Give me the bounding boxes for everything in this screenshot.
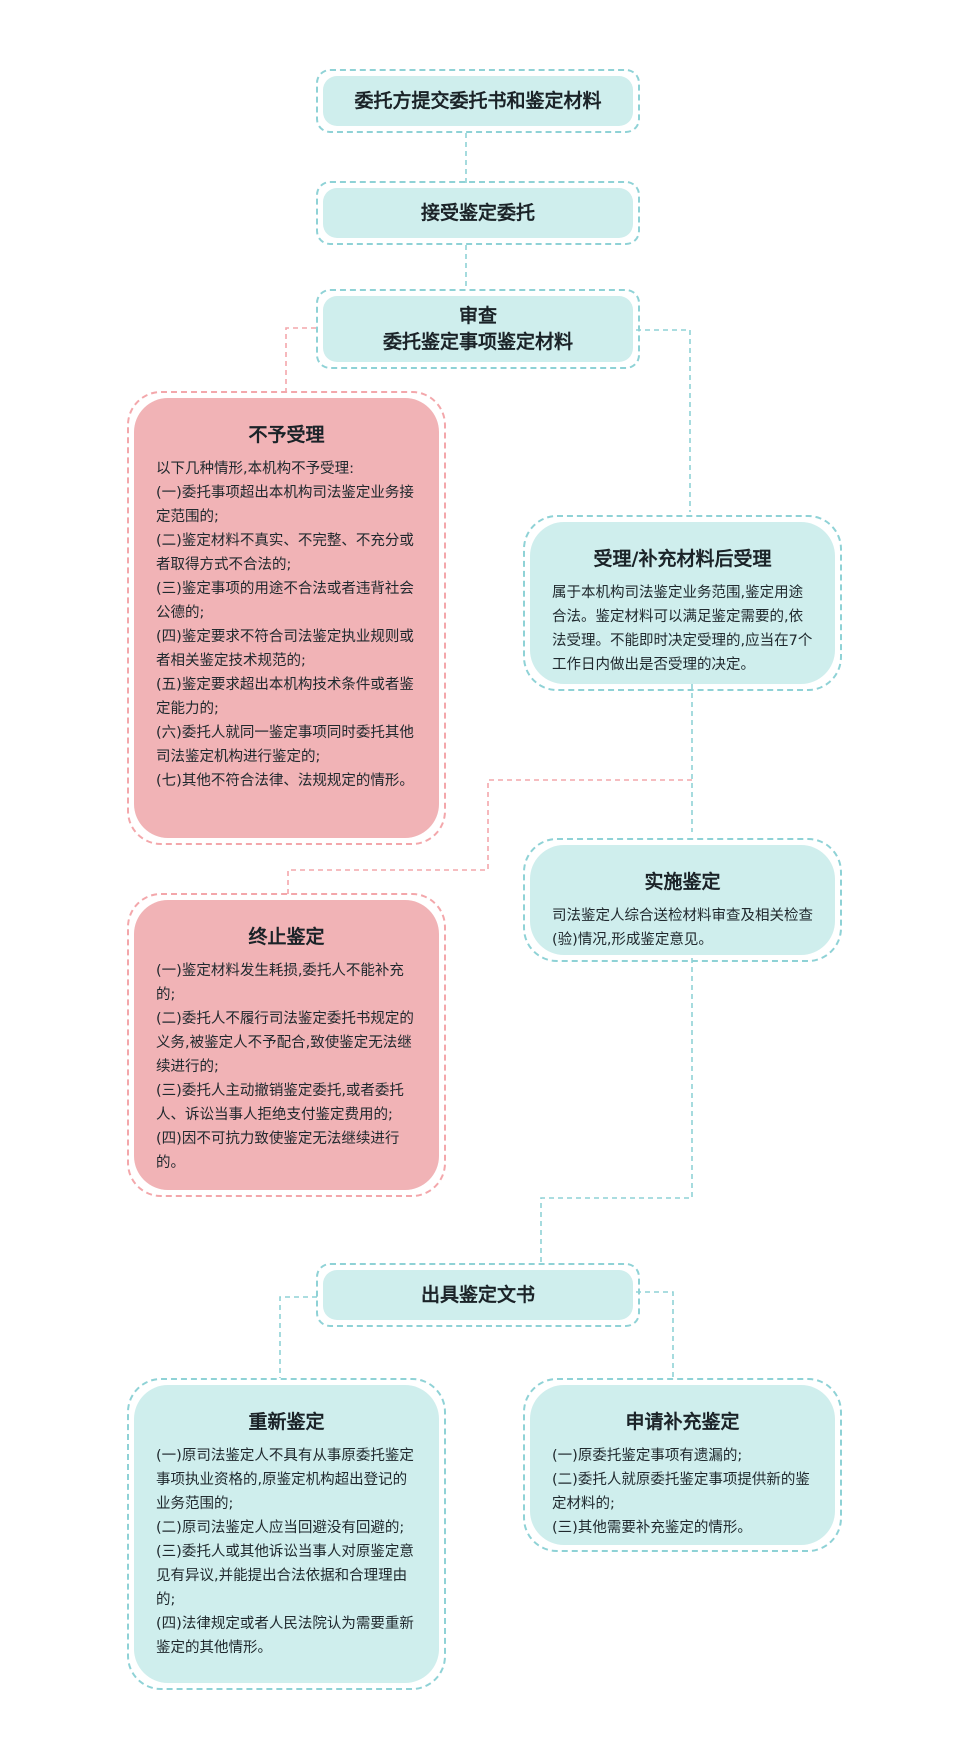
reject-line: (一)委托事项超出本机构司法鉴定业务接定范围的; bbox=[156, 485, 414, 525]
reject-line: (四)鉴定要求不符合司法鉴定执业规则或者相关鉴定技术规范的; bbox=[156, 629, 414, 669]
card-terminate: 终止鉴定 (一)鉴定材料发生耗损,委托人不能补充的; (二)委托人不履行司法鉴定… bbox=[127, 893, 446, 1197]
card-supplement-text: (一)原委托鉴定事项有遗漏的; (二)委托人就原委托鉴定事项提供新的鉴定材料的;… bbox=[552, 1444, 813, 1540]
step-submit-label: 委托方提交委托书和鉴定材料 bbox=[354, 90, 602, 112]
card-reject: 不予受理 以下几种情形,本机构不予受理: (一)委托事项超出本机构司法鉴定业务接… bbox=[127, 391, 446, 845]
terminate-line: (三)委托人主动撤销鉴定委托,或者委托人、诉讼当事人拒绝支付鉴定费用的; bbox=[156, 1083, 404, 1123]
card-accept-title: 受理/补充材料后受理 bbox=[593, 548, 772, 570]
step-review: 审查 委托鉴定事项鉴定材料 bbox=[316, 289, 640, 369]
reject-line: (二)鉴定材料不真实、不完整、不充分或者取得方式不合法的; bbox=[156, 533, 414, 573]
reappraisal-line: (二)原司法鉴定人应当回避没有回避的; bbox=[156, 1520, 405, 1536]
connector-issue-reappraisal bbox=[279, 1296, 317, 1378]
reject-line: (七)其他不符合法律、法规规定的情形。 bbox=[156, 773, 414, 789]
step-issue-report: 出具鉴定文书 bbox=[316, 1263, 640, 1327]
card-reappraisal: 重新鉴定 (一)原司法鉴定人不具有从事原委托鉴定事项执业资格的,原鉴定机构超出登… bbox=[127, 1378, 446, 1690]
connector-issue-supplement bbox=[636, 1291, 674, 1378]
reappraisal-line: (一)原司法鉴定人不具有从事原委托鉴定事项执业资格的,原鉴定机构超出登记的业务范… bbox=[156, 1448, 414, 1512]
terminate-line: (四)因不可抗力致使鉴定无法继续进行的。 bbox=[156, 1131, 400, 1171]
connector-implement-issue bbox=[540, 958, 693, 1262]
reject-line: 以下几种情形,本机构不予受理: bbox=[156, 461, 354, 477]
supplement-line: (一)原委托鉴定事项有遗漏的; bbox=[552, 1448, 743, 1464]
card-accept-text: 属于本机构司法鉴定业务范围,鉴定用途合法。鉴定材料可以满足鉴定需要的,依法受理。… bbox=[552, 585, 813, 673]
card-implement-text: 司法鉴定人综合送检材料审查及相关检查(验)情况,形成鉴定意见。 bbox=[552, 908, 813, 948]
card-terminate-text: (一)鉴定材料发生耗损,委托人不能补充的; (二)委托人不履行司法鉴定委托书规定… bbox=[156, 959, 417, 1175]
supplement-line: (二)委托人就原委托鉴定事项提供新的鉴定材料的; bbox=[552, 1472, 810, 1512]
reject-line: (五)鉴定要求超出本机构技术条件或者鉴定能力的; bbox=[156, 677, 414, 717]
reject-line: (三)鉴定事项的用途不合法或者违背社会公德的; bbox=[156, 581, 414, 621]
connector-review-acceptcard bbox=[636, 329, 691, 512]
card-terminate-title: 终止鉴定 bbox=[248, 926, 325, 948]
card-reject-title: 不予受理 bbox=[248, 424, 325, 446]
supplement-line: (三)其他需要补充鉴定的情形。 bbox=[552, 1520, 752, 1536]
reappraisal-line: (三)委托人或其他诉讼当事人对原鉴定意见有异议,并能提出合法依据和合理理由的; bbox=[156, 1544, 414, 1608]
step-issue-label: 出具鉴定文书 bbox=[420, 1284, 535, 1306]
reject-line: (六)委托人就同一鉴定事项同时委托其他司法鉴定机构进行鉴定的; bbox=[156, 725, 414, 765]
terminate-line: (一)鉴定材料发生耗损,委托人不能补充的; bbox=[156, 963, 404, 1003]
step-accept-commission: 接受鉴定委托 bbox=[316, 181, 640, 245]
card-implement: 实施鉴定 司法鉴定人综合送检材料审查及相关检查(验)情况,形成鉴定意见。 bbox=[523, 838, 842, 962]
terminate-line: (二)委托人不履行司法鉴定委托书规定的义务,被鉴定人不予配合,致使鉴定无法继续进… bbox=[156, 1011, 414, 1075]
step-review-line2: 委托鉴定事项鉴定材料 bbox=[382, 331, 573, 353]
card-implement-title: 实施鉴定 bbox=[644, 871, 721, 893]
card-reject-text: 以下几种情形,本机构不予受理: (一)委托事项超出本机构司法鉴定业务接定范围的;… bbox=[156, 457, 417, 793]
step-submit-materials: 委托方提交委托书和鉴定材料 bbox=[316, 69, 640, 133]
step-accept-label: 接受鉴定委托 bbox=[420, 202, 535, 224]
card-supplement: 申请补充鉴定 (一)原委托鉴定事项有遗漏的; (二)委托人就原委托鉴定事项提供新… bbox=[523, 1378, 842, 1552]
card-supplement-title: 申请补充鉴定 bbox=[625, 1411, 740, 1433]
reappraisal-line: (四)法律规定或者人民法院认为需要重新鉴定的其他情形。 bbox=[156, 1616, 414, 1656]
card-reappraisal-text: (一)原司法鉴定人不具有从事原委托鉴定事项执业资格的,原鉴定机构超出登记的业务范… bbox=[156, 1444, 417, 1660]
connector-review-reject bbox=[285, 327, 316, 392]
card-reappraisal-title: 重新鉴定 bbox=[248, 1411, 325, 1433]
card-accept: 受理/补充材料后受理 属于本机构司法鉴定业务范围,鉴定用途合法。鉴定材料可以满足… bbox=[523, 515, 842, 691]
step-review-line1: 审查 bbox=[458, 305, 497, 327]
